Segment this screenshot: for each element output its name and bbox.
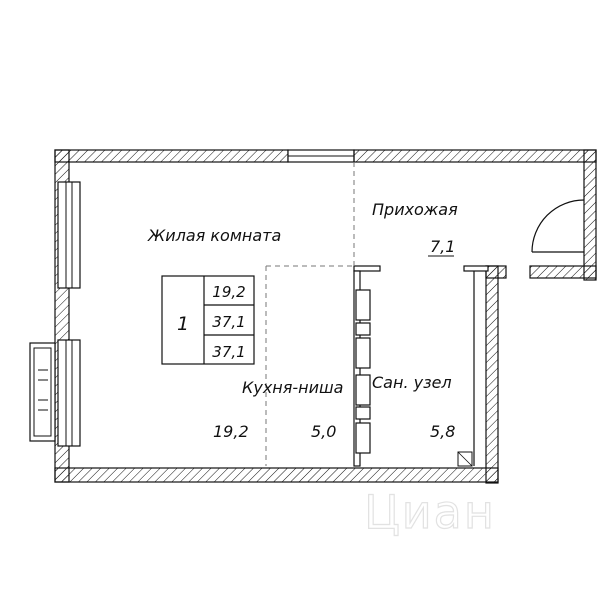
room-name-living: Жилая комната — [147, 226, 281, 245]
left-windows — [57, 181, 81, 447]
room-area-kitchen: 5,0 — [311, 422, 336, 441]
interior-partitions — [353, 265, 489, 467]
zone-dividers — [265, 162, 355, 466]
room-area-hall: 7,1 — [430, 237, 455, 256]
room-name-bath: Сан. узел — [372, 373, 452, 392]
room-area-bath: 5,8 — [430, 422, 455, 441]
balcony-box — [29, 342, 56, 442]
summary-table: 1 19,2 37,1 37,1 — [161, 275, 255, 365]
watermark-logo: Циан — [364, 485, 496, 539]
summary-living-area: 19,2 — [212, 283, 245, 301]
entrance-door — [531, 199, 585, 253]
room-area-living: 19,2 — [213, 422, 249, 441]
room-name-hall: Прихожая — [372, 200, 458, 219]
summary-rooms-count: 1 — [177, 313, 189, 335]
summary-total-area: 37,1 — [212, 313, 245, 331]
summary-total-area-2: 37,1 — [212, 343, 245, 361]
room-name-kitchen: Кухня-ниша — [242, 378, 343, 397]
